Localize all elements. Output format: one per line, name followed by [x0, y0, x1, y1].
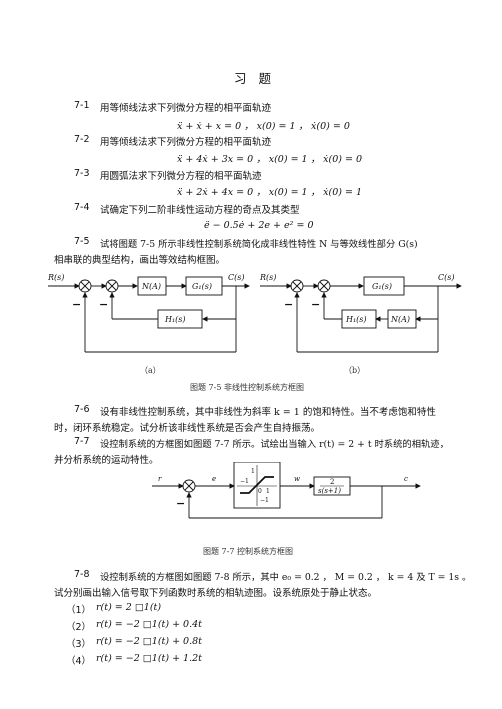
- problem-number: 7-1: [74, 100, 90, 111]
- block-N: N(A): [141, 282, 161, 291]
- tf-numerator: 2: [330, 478, 334, 486]
- input-label-R: R(s): [48, 273, 64, 282]
- problem-number: 7-3: [74, 168, 90, 179]
- item-label: （3）: [66, 639, 92, 650]
- problem-equation: ẍ + 2ẋ + 4x = 0 ， x(0) = 1 ， ẋ(0) = 1: [177, 187, 362, 198]
- problem-text: 相串联的典型结构，画出等效结构框图。: [54, 255, 226, 266]
- problem-text: 并分析系统的运动特性。: [54, 455, 159, 466]
- item-expression: r(t) = −2 □1(t) + 0.4t: [96, 619, 202, 630]
- problem-text: 用等倾线法求下列微分方程的相平面轨迹: [100, 137, 272, 148]
- subfigure-label-a: （a）: [140, 366, 161, 375]
- problem-equation: ẍ + 4ẋ + 3x = 0 ， x(0) = 1 ， ẋ(0) = 0: [177, 154, 362, 165]
- problem-text: 试分别画出输入信号取下列函数时系统的相轨迹图。设系统原处于静止状态。: [54, 588, 378, 599]
- minus-sign: −: [72, 298, 81, 311]
- item-label: （4）: [66, 656, 92, 667]
- problem-text: 试确定下列二阶非线性运动方程的奇点及其类型: [100, 205, 300, 216]
- problem-text: 设有非线性控制系统，其中非线性为斜率 k = 1 的饱和特性。当不考虑饱和特性: [100, 407, 436, 418]
- figure-7-5: R(s) C(s) N(A) G₁(s) H₁(s) R(s) C(s) G₁(…: [48, 273, 462, 375]
- problem-text: 用等倾线法求下列微分方程的相平面轨迹: [100, 103, 272, 114]
- nl-threshold-neg: −1: [240, 478, 249, 485]
- block-G1: G₁(s): [372, 282, 392, 291]
- page-title: 习 题: [234, 71, 275, 86]
- block-G1: G₁(s): [192, 282, 212, 291]
- minus-sign: −: [284, 298, 293, 311]
- problem-equation: ẍ + ẋ + x = 0 ， x(0) = 1 ， ẋ(0) = 0: [177, 121, 350, 132]
- label-e: e: [212, 475, 216, 483]
- problem-text: 试将图题 7-5 所示非线性控制系统简化成非线性特性 N 与等效线性部分 G(s…: [100, 239, 418, 250]
- nl-level-high: 1: [251, 468, 255, 475]
- problem-number: 7-2: [74, 134, 90, 145]
- output-label-C: C(s): [438, 273, 454, 282]
- problem-equation: ë − 0.5ė + 2e + e² = 0: [204, 220, 314, 231]
- nl-level-low: −1: [260, 497, 269, 504]
- item-label: （1）: [66, 605, 92, 616]
- input-label-R: R(s): [259, 273, 276, 282]
- problem-text: 用圆弧法求下列微分方程的相平面轨迹: [100, 171, 262, 182]
- minus-sign: −: [311, 298, 320, 311]
- subfigure-label-b: （b）: [344, 366, 365, 375]
- block-N: N(A): [390, 315, 410, 324]
- nl-threshold-pos: 1: [266, 488, 270, 495]
- figure-caption: 图题 7-7 控制系统方框图: [203, 547, 293, 556]
- problem-number: 7-8: [74, 569, 90, 580]
- problem-text: 设控制系统的方框图如图题 7-7 所示。试绘出当输入 r(t) = 2 + t …: [100, 439, 449, 450]
- minus-sign: −: [99, 298, 108, 311]
- problem-number: 7-6: [74, 404, 90, 415]
- label-r: r: [158, 475, 162, 483]
- nl-origin: 0: [258, 488, 262, 495]
- block-H1: H₁(s): [345, 315, 367, 324]
- item-label: （2）: [66, 622, 92, 633]
- problem-text: 设控制系统的方框图如图题 7-8 所示，其中 e₀ = 0.2 ， M = 0.…: [100, 572, 472, 583]
- tf-denominator: s(s+1): [318, 487, 341, 495]
- problem-number: 7-4: [74, 202, 90, 213]
- figure-7-7: r e w c 2 s(s+1) 1 −1 0 −1 1 −: [152, 462, 421, 519]
- problem-number: 7-5: [74, 236, 90, 247]
- item-expression: r(t) = 2 □1(t): [96, 602, 162, 613]
- label-c: c: [404, 475, 408, 483]
- output-label-C: C(s): [228, 273, 244, 282]
- item-expression: r(t) = −2 □1(t) + 1.2t: [96, 653, 202, 664]
- label-w: w: [294, 475, 300, 483]
- item-expression: r(t) = −2 □1(t) + 0.8t: [96, 636, 202, 647]
- minus-sign: −: [176, 497, 185, 510]
- problem-number: 7-7: [74, 436, 90, 447]
- figure-caption: 图题 7-5 非线性控制系统方框图: [190, 383, 304, 392]
- block-H1: H₁(s): [164, 315, 186, 324]
- problem-text: 时，闭环系统稳定。试分析该非线性系统是否会产生自持振荡。: [54, 423, 321, 434]
